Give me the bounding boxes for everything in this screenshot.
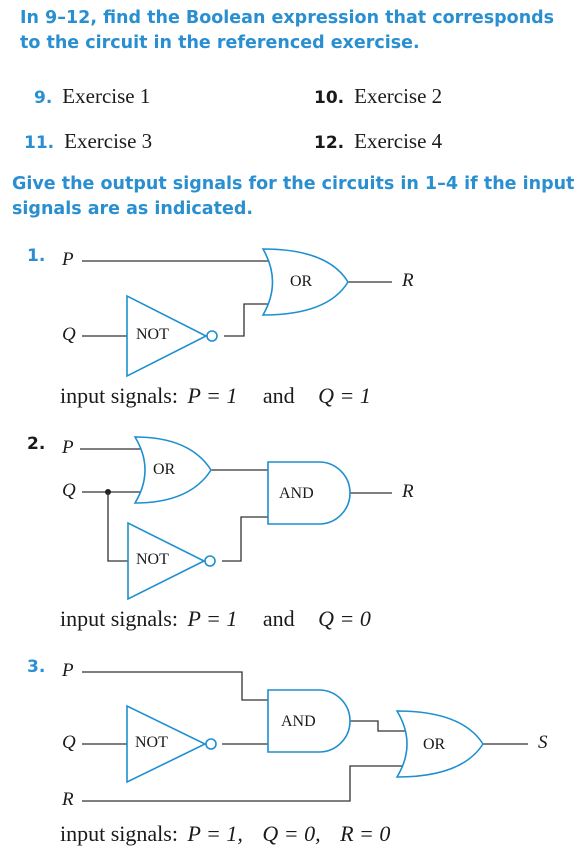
- exercise-label: Exercise 2: [354, 84, 443, 108]
- problem-number-3: 3.: [27, 657, 46, 677]
- section-heading-expressions: In 9–12, find the Boolean expression tha…: [20, 8, 555, 53]
- problem-number-2: 2.: [27, 434, 46, 454]
- input-label-q: Q: [62, 732, 76, 753]
- exercise-label: Exercise 4: [354, 129, 443, 153]
- wire-not-to-and: [222, 516, 268, 562]
- wire-not-to-or: [224, 303, 277, 337]
- signal-p: P = 1,: [187, 821, 243, 846]
- exercise-number: 9.: [34, 88, 53, 108]
- and-gate-label: AND: [279, 485, 314, 502]
- exercise-item-10: 10. Exercise 2: [314, 84, 442, 109]
- wire-and-to-or: [349, 720, 410, 732]
- or-gate-label: OR: [423, 736, 446, 753]
- output-label-r: R: [402, 270, 414, 291]
- input-label-p: P: [62, 249, 74, 270]
- not-gate: [127, 521, 206, 601]
- input-label-r: R: [62, 789, 74, 810]
- signal-conjunction: and: [262, 383, 295, 408]
- and-gate: [267, 461, 351, 525]
- exercise-number: 11.: [24, 133, 55, 153]
- signal-r: R = 0: [340, 821, 391, 846]
- input-signals-3: input signals: P = 1, Q = 0, R = 0: [60, 821, 391, 846]
- not-gate-label: NOT: [135, 734, 168, 751]
- circuit-3: [82, 671, 528, 802]
- output-label-r: R: [402, 481, 414, 502]
- exercise-number: 10.: [314, 88, 345, 108]
- and-gate-label: AND: [281, 713, 316, 730]
- output-label-s: S: [538, 732, 548, 753]
- or-gate-label: OR: [153, 461, 176, 478]
- not-gate: [126, 704, 207, 784]
- problem-number-1: 1.: [27, 246, 46, 266]
- or-gate: [133, 436, 212, 504]
- wire-q-to-not: [107, 492, 128, 562]
- exercise-label: Exercise 1: [62, 84, 151, 108]
- or-gate: [395, 710, 484, 778]
- input-signals-1: input signals: P = 1 and Q = 1: [60, 383, 371, 408]
- not-gate: [126, 294, 208, 378]
- exercise-item-9: 9. Exercise 1: [34, 84, 150, 109]
- signal-conjunction: and: [262, 606, 295, 631]
- signal-p: P = 1: [187, 606, 238, 631]
- circuit-2: [80, 436, 392, 601]
- wire-p-to-and: [82, 671, 268, 701]
- not-gate-bubble: [206, 330, 218, 342]
- exercise-item-11: 11. Exercise 3: [24, 129, 152, 154]
- not-gate-label: NOT: [136, 551, 169, 568]
- exercise-label: Exercise 3: [64, 129, 153, 153]
- section-heading-output-signals: Give the output signals for the circuits…: [12, 174, 575, 219]
- exercise-number: 12.: [314, 133, 345, 153]
- signal-p: P = 1: [187, 383, 238, 408]
- wire-r-to-or: [82, 765, 410, 802]
- circuit-1: [82, 248, 392, 378]
- not-gate-bubble: [205, 738, 217, 750]
- input-signals-2: input signals: P = 1 and Q = 0: [60, 606, 371, 631]
- signal-q: Q = 0: [318, 606, 371, 631]
- input-label-q: Q: [62, 324, 76, 345]
- signal-q: Q = 1: [318, 383, 371, 408]
- and-gate: [267, 689, 351, 753]
- or-gate: [261, 248, 349, 316]
- input-label-q: Q: [62, 480, 76, 501]
- input-label-p: P: [62, 437, 74, 458]
- exercise-item-12: 12. Exercise 4: [314, 129, 442, 154]
- input-label-p: P: [62, 660, 74, 681]
- signal-q: Q = 0,: [262, 821, 321, 846]
- or-gate-label: OR: [290, 273, 313, 290]
- not-gate-bubble: [204, 555, 216, 567]
- not-gate-label: NOT: [136, 326, 169, 343]
